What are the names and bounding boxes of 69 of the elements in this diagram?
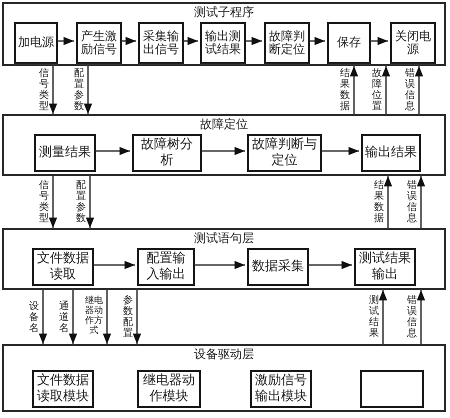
edge-label: 错误信息	[407, 180, 417, 224]
process-box: 保存	[327, 22, 371, 64]
arrow	[102, 290, 112, 344]
process-box: 输出结果	[361, 134, 421, 172]
process-box: 激励信号输出模块	[250, 370, 312, 408]
arrow	[48, 66, 58, 114]
process-box: 故障判断与定位	[247, 134, 322, 172]
edge-label: 信号类型	[39, 68, 49, 112]
process-box: 故障判断定位	[264, 22, 310, 64]
arrow	[84, 66, 92, 114]
edge-label: 通道名	[59, 300, 69, 334]
arrow	[68, 290, 78, 344]
arrow	[48, 176, 58, 228]
edge-label: 参数配置	[123, 295, 133, 339]
process-box: 输出测试结果	[200, 22, 246, 64]
arrow	[308, 36, 325, 46]
edge-label: 配置参数	[74, 68, 84, 112]
edge-label: 继电器动作方式	[85, 297, 103, 337]
arrow	[86, 176, 94, 228]
arrow	[416, 290, 426, 344]
layer-title: 故障定位	[200, 117, 248, 132]
process-box: 测量结果	[34, 134, 96, 172]
layer-panel	[2, 344, 446, 412]
empty-box	[360, 370, 424, 408]
layer-panel	[2, 2, 446, 66]
layer-panel	[2, 114, 446, 176]
layer-title: 设备驱动层	[194, 347, 254, 362]
arrow	[92, 260, 135, 270]
process-box: 加电源	[14, 22, 58, 64]
arrow	[378, 290, 388, 344]
edge-label: 错误信息	[407, 295, 417, 339]
process-box: 继电器动作模块	[137, 370, 201, 408]
arrow	[200, 146, 245, 156]
arrow	[244, 36, 262, 46]
process-box: 关闭电源	[390, 22, 436, 64]
arrow	[94, 146, 130, 156]
arrow	[369, 36, 388, 46]
edge-label: 故障位置	[372, 68, 382, 112]
arrow	[38, 290, 48, 344]
arrow	[56, 36, 74, 46]
process-box: 采集输出信号	[138, 22, 184, 64]
edge-label: 测试结果	[369, 295, 379, 339]
process-box: 配置输入输出	[137, 248, 195, 286]
arrow	[193, 260, 245, 270]
arrow	[414, 66, 424, 114]
edge-label: 结果数据	[340, 68, 350, 112]
process-box: 文件数据读取	[32, 248, 94, 286]
arrow	[384, 176, 392, 228]
arrow	[320, 146, 359, 156]
layer-panel	[2, 228, 446, 290]
process-box: 测试结果输出	[354, 248, 416, 286]
arrow	[182, 36, 198, 46]
arrow	[350, 66, 358, 114]
layer-title: 测试子程序	[194, 5, 254, 20]
arrow	[382, 66, 390, 114]
arrow	[307, 260, 352, 270]
arrow	[132, 290, 142, 344]
layer-title: 测试语句层	[194, 231, 254, 246]
arrow	[416, 176, 426, 228]
process-box: 文件数据读取模块	[32, 370, 94, 408]
edge-label: 配置参数	[76, 180, 86, 224]
edge-label: 结果数据	[374, 180, 384, 224]
arrow	[120, 36, 136, 46]
edge-label: 信号类型	[39, 180, 49, 224]
process-box: 产生激励信号	[76, 22, 122, 64]
process-box: 数据采集	[247, 248, 309, 286]
edge-label: 错误信息	[405, 68, 415, 112]
process-box: 故障树分析	[132, 134, 202, 172]
edge-label: 设备名	[29, 300, 39, 334]
